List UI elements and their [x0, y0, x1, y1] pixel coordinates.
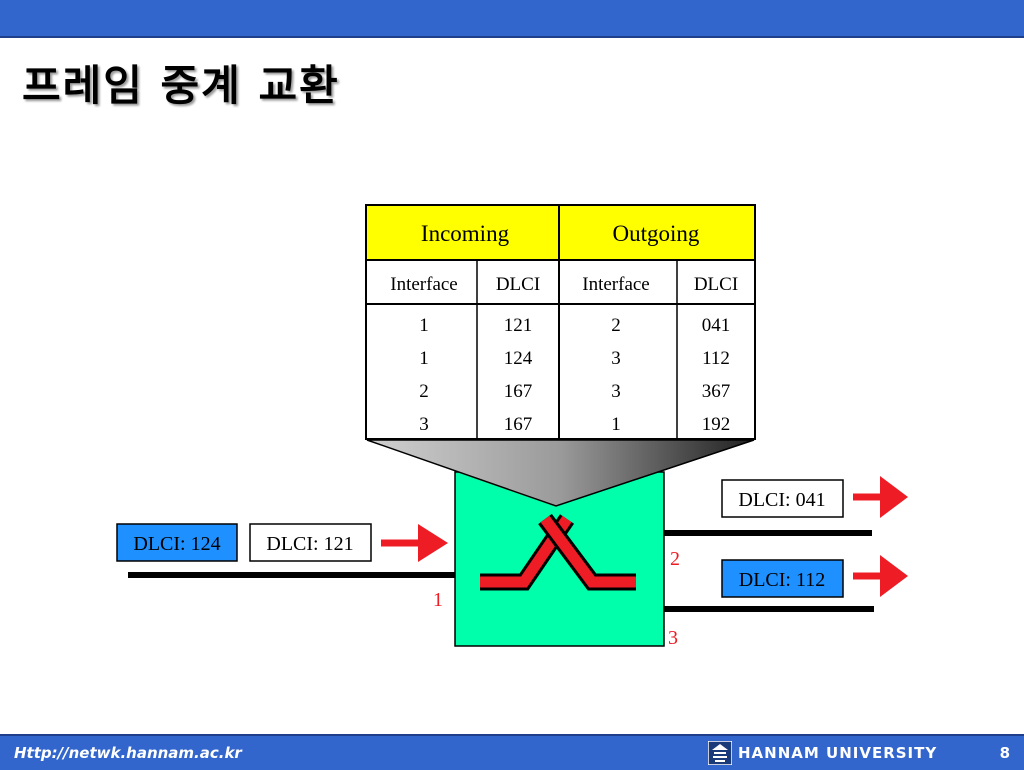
- column-header-incoming-dlci: DLCI: [496, 274, 540, 295]
- table-cell: 124: [504, 348, 533, 369]
- column-header-outgoing-dlci: DLCI: [694, 274, 738, 295]
- table-cell: 112: [702, 348, 730, 369]
- frame-label: DLCI: 124: [133, 533, 220, 555]
- frame-label: DLCI: 112: [739, 569, 825, 591]
- table-cell: 367: [702, 381, 731, 402]
- incoming-header: Incoming: [421, 221, 510, 246]
- slide-title: 프레임 중계 교환: [22, 61, 340, 110]
- footer-bar: Http://netwk.hannam.ac.kr HANNAM UNIVERS…: [0, 734, 1024, 770]
- table-cell: 2: [611, 315, 621, 336]
- switching-table: Incoming Outgoing Interface DLCI Interfa…: [365, 204, 756, 440]
- red-arrow-icon: [853, 476, 908, 518]
- frame-dlci-041: DLCI: 041: [721, 479, 844, 518]
- red-arrow-icon: [853, 555, 908, 597]
- table-cell: 3: [611, 348, 621, 369]
- top-bar: [0, 0, 1024, 38]
- frame-label: DLCI: 121: [266, 533, 353, 555]
- table-cell: 2: [419, 381, 429, 402]
- table-cell: 041: [702, 315, 731, 336]
- port-label-3: 3: [668, 627, 678, 649]
- port-label-2: 2: [670, 548, 680, 570]
- outgoing-header: Outgoing: [613, 221, 700, 246]
- table-cell: 1: [611, 414, 621, 435]
- switching-path-icon: [480, 513, 636, 591]
- footer-brand: HANNAM UNIVERSITY: [708, 740, 937, 766]
- table-header-outgoing-bg: [558, 204, 756, 261]
- frame-dlci-124: DLCI: 124: [116, 523, 238, 562]
- table-cell: 3: [419, 414, 429, 435]
- table-cell: 192: [702, 414, 731, 435]
- frame-dlci-112: DLCI: 112: [721, 559, 844, 598]
- hannam-logo-icon: [708, 741, 732, 765]
- table-cell: 3: [611, 381, 621, 402]
- port-label-1: 1: [433, 589, 443, 611]
- column-header-incoming-interface: Interface: [390, 274, 458, 295]
- table-cell: 167: [504, 414, 533, 435]
- frame-dlci-121: DLCI: 121: [249, 523, 372, 562]
- footer-url[interactable]: Http://netwk.hannam.ac.kr: [14, 744, 242, 762]
- table-cell: 1: [419, 315, 429, 336]
- table-cell: 121: [504, 315, 533, 336]
- table-lookup-funnel: [366, 439, 755, 507]
- red-arrow-icon: [381, 524, 448, 562]
- table-cell: 167: [504, 381, 533, 402]
- university-name: HANNAM UNIVERSITY: [738, 744, 938, 762]
- frame-label: DLCI: 041: [738, 489, 825, 511]
- column-header-outgoing-interface: Interface: [582, 274, 650, 295]
- page-number: 8: [999, 744, 1010, 762]
- table-header-incoming-bg: [365, 204, 560, 261]
- table-cell: 1: [419, 348, 429, 369]
